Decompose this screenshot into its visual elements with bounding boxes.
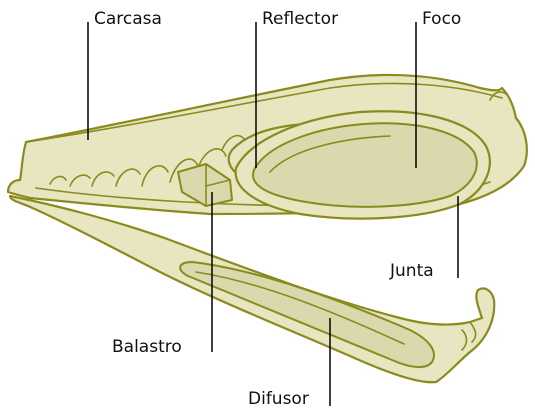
label-carcasa: Carcasa <box>94 9 162 29</box>
label-balastro: Balastro <box>112 337 182 357</box>
label-reflector: Reflector <box>262 9 338 29</box>
label-foco: Foco <box>422 9 461 29</box>
diffuser-part <box>10 196 494 382</box>
label-junta: Junta <box>389 261 434 281</box>
label-difusor: Difusor <box>248 389 309 409</box>
